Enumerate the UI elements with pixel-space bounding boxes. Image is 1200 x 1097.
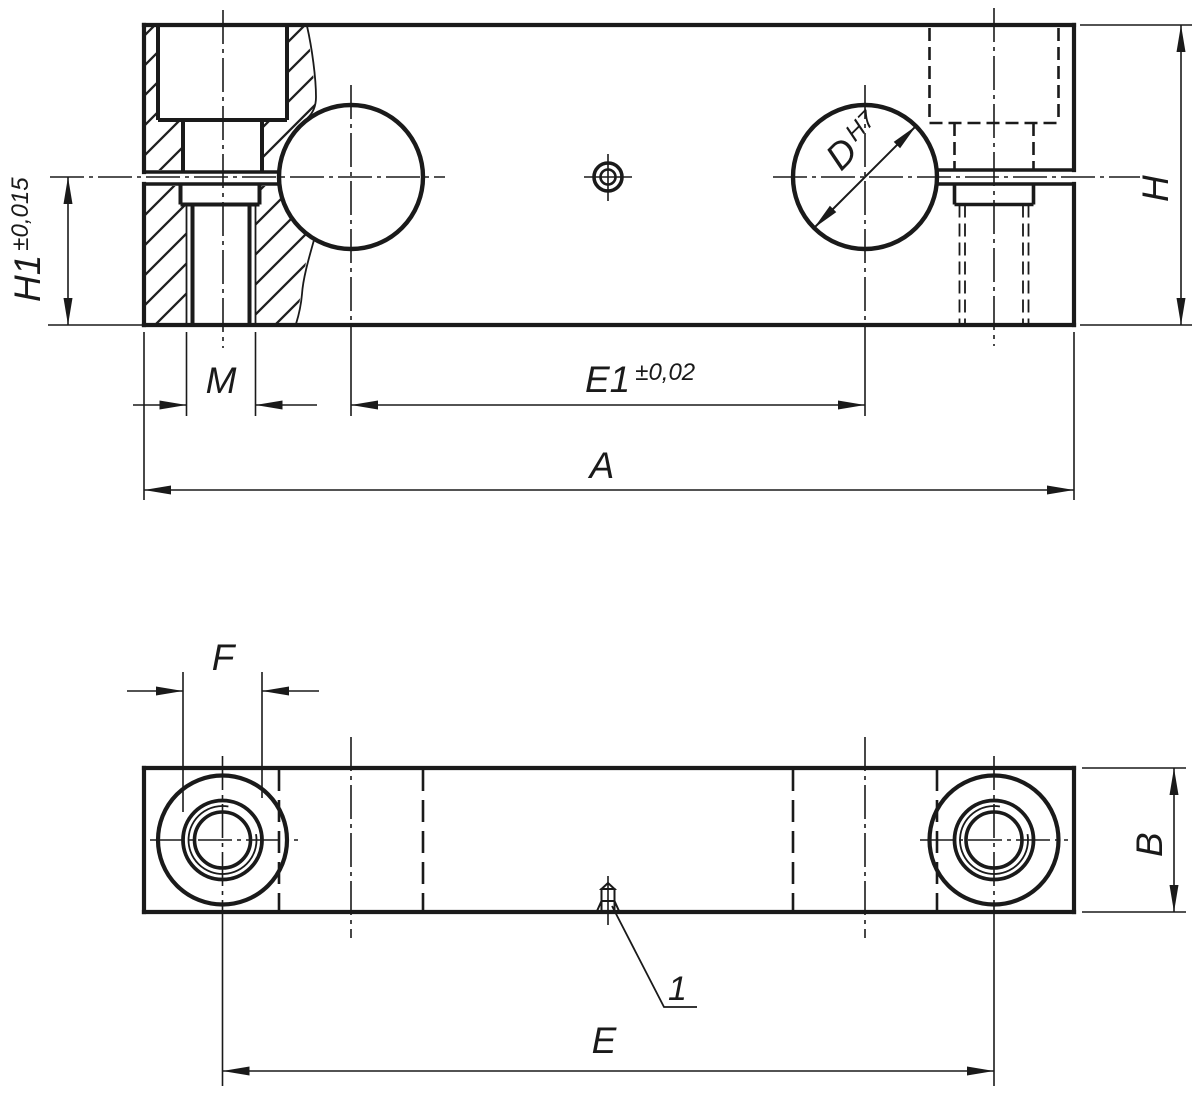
dim-e1 [350,330,866,416]
front-view [48,8,1192,500]
break-lines [295,25,317,325]
dim-d [813,125,917,229]
front-centerlines [50,8,1140,348]
bottom-centerlines [150,737,1068,938]
dim-e [222,1066,994,1076]
dim-f [127,672,319,812]
label-item-1: 1 [668,970,687,1008]
dim-h1 [48,177,144,326]
thread-arc-right [959,805,1029,875]
clamp-slits [144,168,1074,186]
bottom-view [127,672,1186,1086]
hatch-lower-right [255,186,314,323]
label-f: F [212,637,237,678]
label-a: A [588,445,615,486]
hatch-upper-left [145,27,183,170]
bottom-centerline-extensions [221,876,995,1086]
dim-h [1080,24,1192,326]
label-b: B [1129,832,1170,857]
label-h1: H1±0,015 [7,177,48,302]
hatch-lower-left [145,186,187,323]
label-h: H [1135,175,1176,202]
left-screw-hole-section [156,25,289,325]
dim-b [1082,767,1186,913]
label-m: M [206,360,237,401]
label-e: E [592,1020,618,1061]
section-hatch-areas [145,27,316,323]
right-screw-hole-hidden [928,28,1060,325]
front-outline [141,22,1077,328]
center-set-screw-hole [584,154,632,201]
item1-leader [611,905,697,1008]
dim-m [133,332,317,416]
bottom-outline [141,765,1077,915]
thread-arc-left [187,805,258,875]
dim-a [143,332,1075,500]
label-e1: E1±0,02 [585,359,695,400]
